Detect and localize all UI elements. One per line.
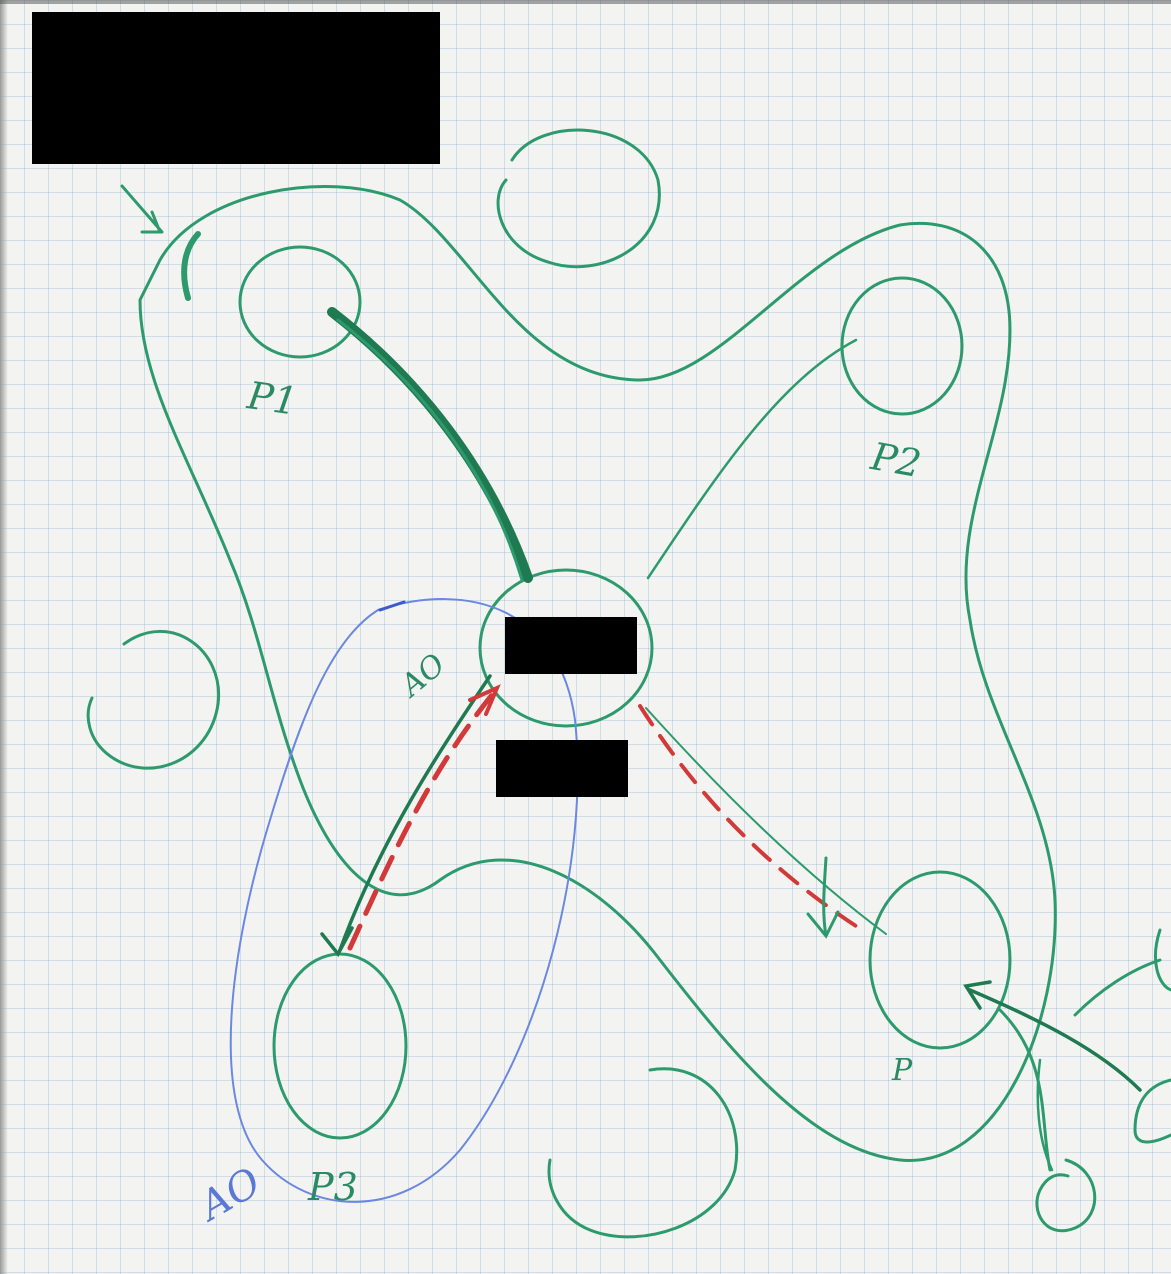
p3-circle: [274, 954, 406, 1138]
open-circle-top: [498, 130, 659, 267]
redaction-box-center: [505, 617, 637, 674]
p-label: P: [891, 1053, 913, 1088]
p3-label: P3: [307, 1165, 358, 1209]
open-circle-bottom-right: [1037, 1160, 1095, 1231]
p1-to-hub-thick-edge: [332, 312, 528, 578]
incoming-arrow-1: [970, 990, 1140, 1090]
blue-mark-top: AO: [392, 647, 452, 705]
p1-label: P1: [244, 373, 300, 424]
blue-mark-bottom: AO: [189, 1159, 269, 1232]
p1-circle: [240, 247, 360, 357]
p2-circle: [842, 278, 962, 414]
redaction-box-below-center: [496, 740, 628, 797]
redaction-box-top-left: [32, 12, 440, 164]
heavy-start-stroke: [184, 234, 198, 298]
open-circle-left: [88, 631, 218, 768]
hub-to-p-edge: [646, 708, 886, 934]
open-circle-bottom: [549, 1069, 737, 1237]
hub-to-p2-edge: [648, 340, 856, 578]
entry-arrow: [122, 186, 162, 232]
p3-to-hub-dashed: [350, 690, 496, 948]
right-edge-squiggle: [1075, 930, 1171, 1142]
p-circle: [870, 872, 1010, 1048]
p2-label: P2: [867, 434, 925, 486]
